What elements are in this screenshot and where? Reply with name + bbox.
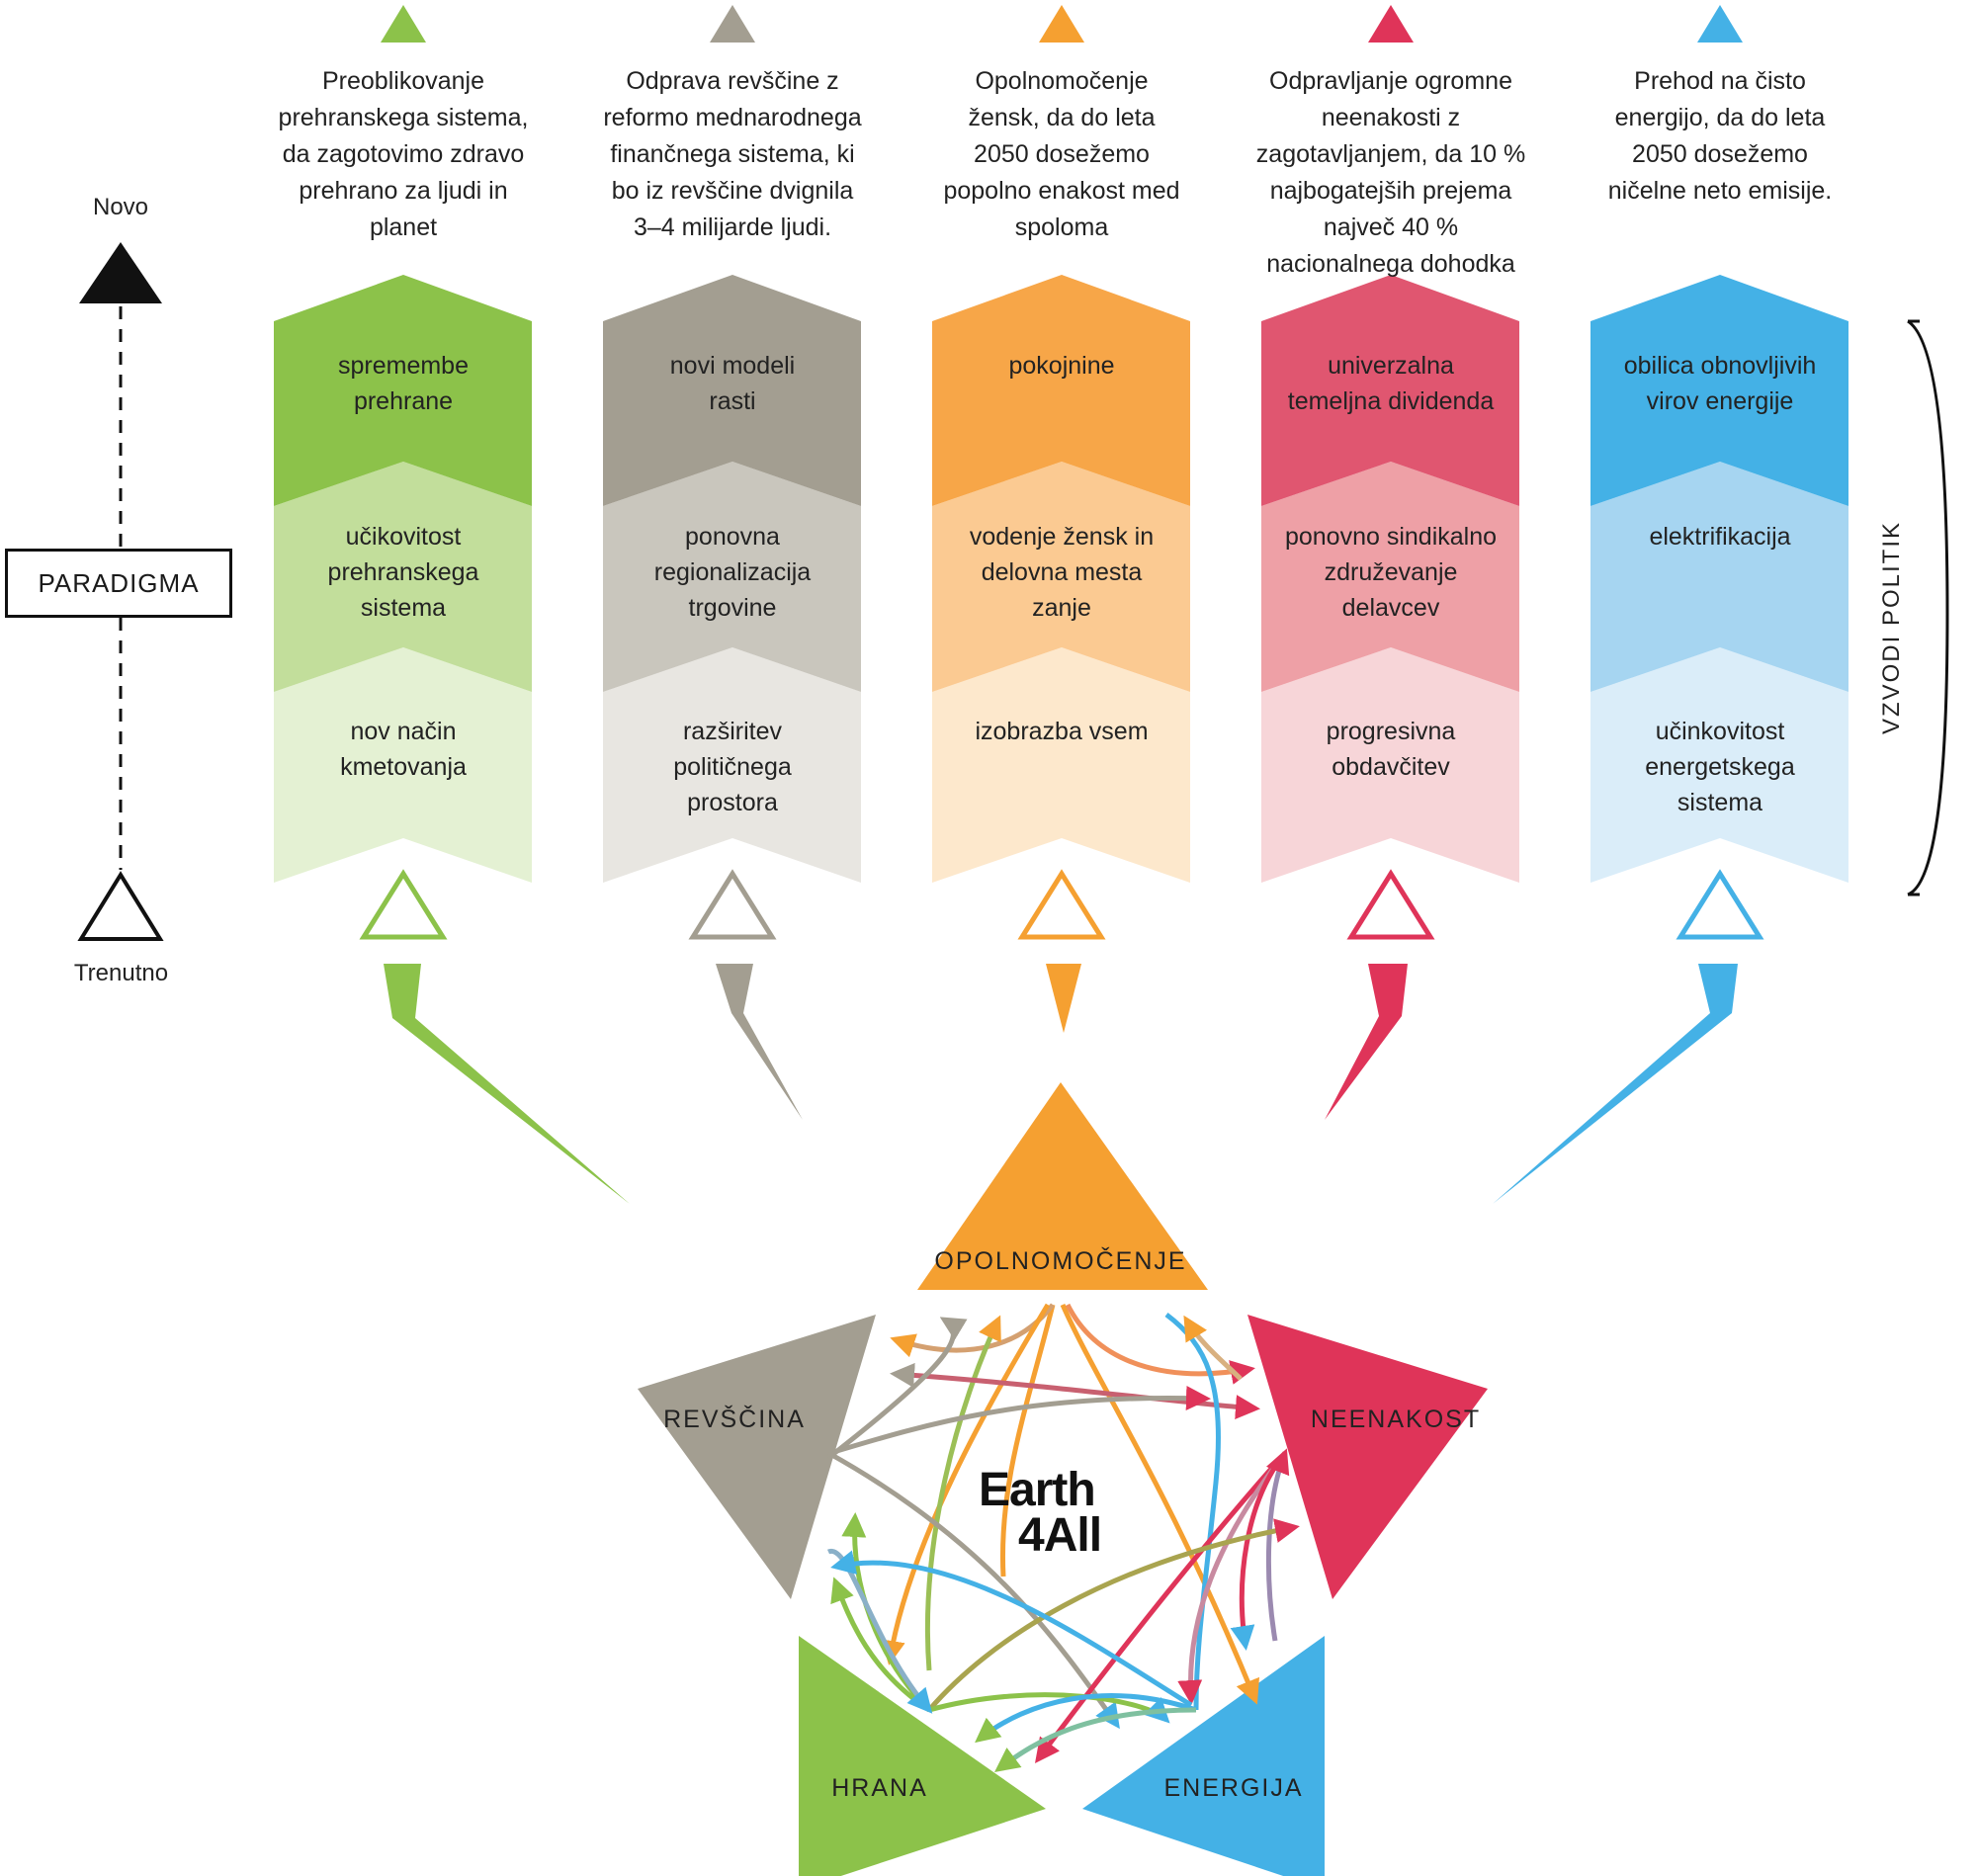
node-poverty-label: REVŠČINA bbox=[663, 1406, 806, 1433]
levers-bracket bbox=[1907, 319, 1949, 896]
lever-outline-triangle-icon bbox=[1017, 869, 1106, 940]
column-energy bbox=[1590, 5, 1848, 940]
goal-triangle-icon bbox=[1697, 5, 1743, 43]
interconnection-arrows bbox=[826, 1303, 1300, 1772]
lever-bottom-shape bbox=[603, 647, 861, 883]
goal-triangle-icon bbox=[710, 5, 755, 43]
connector-energy bbox=[1493, 964, 1738, 1204]
new-triangle-icon bbox=[79, 242, 162, 303]
connector-inequality bbox=[1325, 964, 1408, 1120]
lever-outline-triangle-icon bbox=[359, 869, 448, 940]
lever-middle-shape bbox=[1261, 462, 1519, 692]
current-triangle-icon bbox=[77, 871, 164, 941]
lever-middle-shape bbox=[932, 462, 1190, 692]
paradigm-box: PARADIGMA bbox=[5, 549, 232, 618]
policy-levers-label: VZVODI POLITIK bbox=[1878, 520, 1905, 735]
lever-bottom-shape bbox=[274, 647, 532, 883]
lever-top-shape bbox=[932, 275, 1190, 506]
lever-middle-shape bbox=[1590, 462, 1848, 692]
node-energy-shape bbox=[1082, 1636, 1325, 1876]
axis-bottom-label: Trenutno bbox=[73, 960, 169, 986]
lever-outline-triangle-icon bbox=[1676, 869, 1764, 940]
lever-low-empowerment: izobrazba vsem bbox=[975, 718, 1149, 745]
column-inequality bbox=[1261, 5, 1519, 940]
connector-empowerment bbox=[1046, 964, 1081, 1033]
lever-outline-triangle-icon bbox=[688, 869, 777, 940]
lever-bottom-shape bbox=[1261, 647, 1519, 883]
connector-food bbox=[384, 964, 630, 1204]
lever-bottom-shape bbox=[1590, 647, 1848, 883]
column-empowerment bbox=[932, 5, 1190, 940]
connector-poverty bbox=[716, 964, 803, 1120]
lever-middle-shape bbox=[274, 462, 532, 692]
lever-top-shape bbox=[1590, 275, 1848, 506]
node-food-shape bbox=[799, 1636, 1046, 1876]
earth4all-logo: Earth 4All bbox=[979, 1464, 1102, 1562]
lever-mid-energy: elektrifikacija bbox=[1649, 523, 1791, 551]
lever-top-shape bbox=[1261, 275, 1519, 506]
lever-top-shape bbox=[603, 275, 861, 506]
node-inequality-shape bbox=[1247, 1315, 1488, 1599]
goal-triangle-icon bbox=[381, 5, 426, 43]
axis-top-label: Novo bbox=[92, 194, 149, 220]
node-energy-label: ENERGIJA bbox=[1163, 1774, 1304, 1802]
node-food-label: HRANA bbox=[831, 1774, 928, 1802]
node-empowerment-shape bbox=[917, 1082, 1208, 1290]
column-food bbox=[274, 5, 532, 940]
goal-triangle-icon bbox=[1368, 5, 1414, 43]
lever-top-shape bbox=[274, 275, 532, 506]
goal-triangle-icon bbox=[1039, 5, 1084, 43]
lever-bottom-shape bbox=[932, 647, 1190, 883]
lever-middle-shape bbox=[603, 462, 861, 692]
column-poverty bbox=[603, 5, 861, 940]
node-inequality-label: NEENAKOST bbox=[1310, 1406, 1482, 1433]
lever-top-empowerment: pokojnine bbox=[1008, 352, 1115, 380]
lever-outline-triangle-icon bbox=[1346, 869, 1435, 940]
node-empowerment-label: OPOLNOMOČENJE bbox=[934, 1247, 1187, 1275]
node-poverty-shape bbox=[638, 1315, 876, 1599]
